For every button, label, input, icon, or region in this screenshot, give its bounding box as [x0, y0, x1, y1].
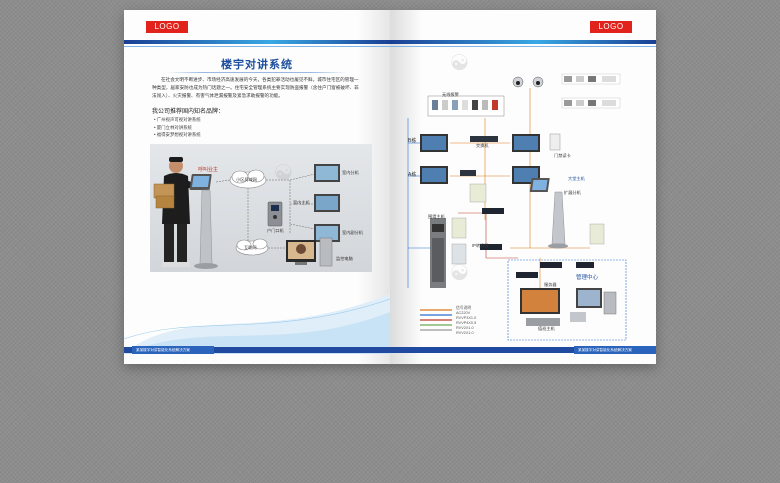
caller-label: 呼叫业主	[198, 167, 219, 173]
brands-heading: 我公司推荐国内知名品牌：	[152, 109, 225, 115]
connection-lines	[215, 173, 316, 249]
indoor-monitors	[314, 164, 340, 242]
left-top-bar	[124, 40, 390, 44]
indoor-label-3: 室内副分机	[342, 230, 363, 235]
monitor-label: 监控电脑	[336, 256, 353, 261]
brand-list: • 广州视声可视对讲系统 • 厦门立林对讲系统 • 福得安梦想视对讲系统	[154, 116, 201, 139]
decorative-wave	[124, 294, 390, 354]
title-underline	[166, 72, 348, 73]
right-footer-bar	[390, 347, 656, 353]
monitor-computer	[286, 237, 333, 267]
intro-paragraph: 在社会文明不断进步、市场经济高速发展的今天，各类犯罪活动也屡见不鲜，城市住宅区的…	[152, 77, 359, 98]
guard-label: 值班主机	[538, 326, 555, 331]
top-right-devices	[561, 73, 621, 109]
management-center	[507, 259, 627, 341]
courier-figure	[153, 157, 204, 267]
dome-cameras	[512, 76, 544, 88]
kiosk-terminal	[189, 174, 218, 269]
legend-item: AC220V	[456, 311, 471, 315]
server-label: 服务器	[544, 282, 557, 287]
blue-wiring	[407, 118, 430, 288]
red-wiring	[458, 212, 518, 259]
legend-list: 信号说明 AC220V RVVP3X1.0 RVVP4X0.5 RVV2X1.0…	[456, 306, 476, 336]
network-switches	[480, 208, 594, 278]
legend-item: RVV2X1.0	[456, 326, 474, 330]
legend-item: RVVP4X0.5	[456, 321, 477, 325]
b-building-monitors	[420, 134, 540, 152]
left-footer-bar	[124, 347, 390, 353]
door-label: 户门口机	[267, 228, 284, 233]
management-label: 管理中心	[576, 275, 599, 281]
switch-label: 交换机	[476, 143, 489, 148]
left-top-rule	[124, 46, 390, 47]
lobby-kiosk	[529, 133, 605, 249]
b-building-label: B栋	[408, 138, 417, 144]
indoor-label-2: 室内主机	[293, 200, 310, 205]
a-building-monitors	[420, 166, 540, 203]
left-logo: LOGO	[146, 21, 188, 33]
right-logo: LOGO	[590, 21, 632, 33]
alarm-group-label: 无线报警	[442, 92, 459, 97]
right-top-rule	[390, 46, 656, 47]
internet-label: 互联网	[244, 245, 257, 250]
network-clouds	[229, 169, 269, 256]
a-building-label: A栋	[408, 172, 417, 178]
intercom-illustration: 呼叫业主 小区局域网 户门口机 室内分机 室内主机 室内副分机 互联网 监控电脑	[150, 144, 372, 272]
right-footer-label: 某某楼宇对讲智能化系统解决方案	[574, 346, 656, 354]
left-page: LOGO 楼宇对讲系统 在社会文明不断进步、市场经济高速发展的今天，各类犯罪活动…	[124, 10, 390, 364]
left-footer-label: 某某楼宇对讲智能化系统解决方案	[132, 346, 214, 354]
door-station	[267, 201, 283, 227]
brand-item: • 厦门立林对讲系统	[154, 124, 192, 130]
legend-lines	[420, 309, 452, 331]
brand-item: • 广州视声可视对讲系统	[154, 117, 201, 122]
brand-item: • 福得安梦想视对讲系统	[154, 132, 201, 137]
legend-item: RVVP3X1.0	[456, 316, 477, 320]
legend-item: RVV2X1.0	[456, 331, 474, 335]
legend-title: 信号说明	[456, 306, 472, 310]
lan-label: 小区局域网	[236, 177, 257, 182]
router-label: IP转换器	[472, 243, 489, 248]
lobby-label: 大堂主机	[568, 176, 585, 181]
intercom-diagram-svg	[153, 157, 340, 269]
unit-host-cabinet	[430, 217, 467, 288]
right-page: LOGO	[390, 10, 656, 364]
expansion-label: 扩展分机	[564, 190, 581, 195]
alarm-sensor-group	[427, 95, 505, 117]
right-top-bar	[390, 40, 656, 44]
indoor-label-1: 室内分机	[342, 170, 359, 175]
system-topology-diagram	[407, 73, 627, 341]
unit-host-label: 围墙主机	[428, 214, 445, 219]
intercom-label: 门禁读卡	[554, 153, 571, 158]
page-title: 楼宇对讲系统	[221, 59, 293, 71]
